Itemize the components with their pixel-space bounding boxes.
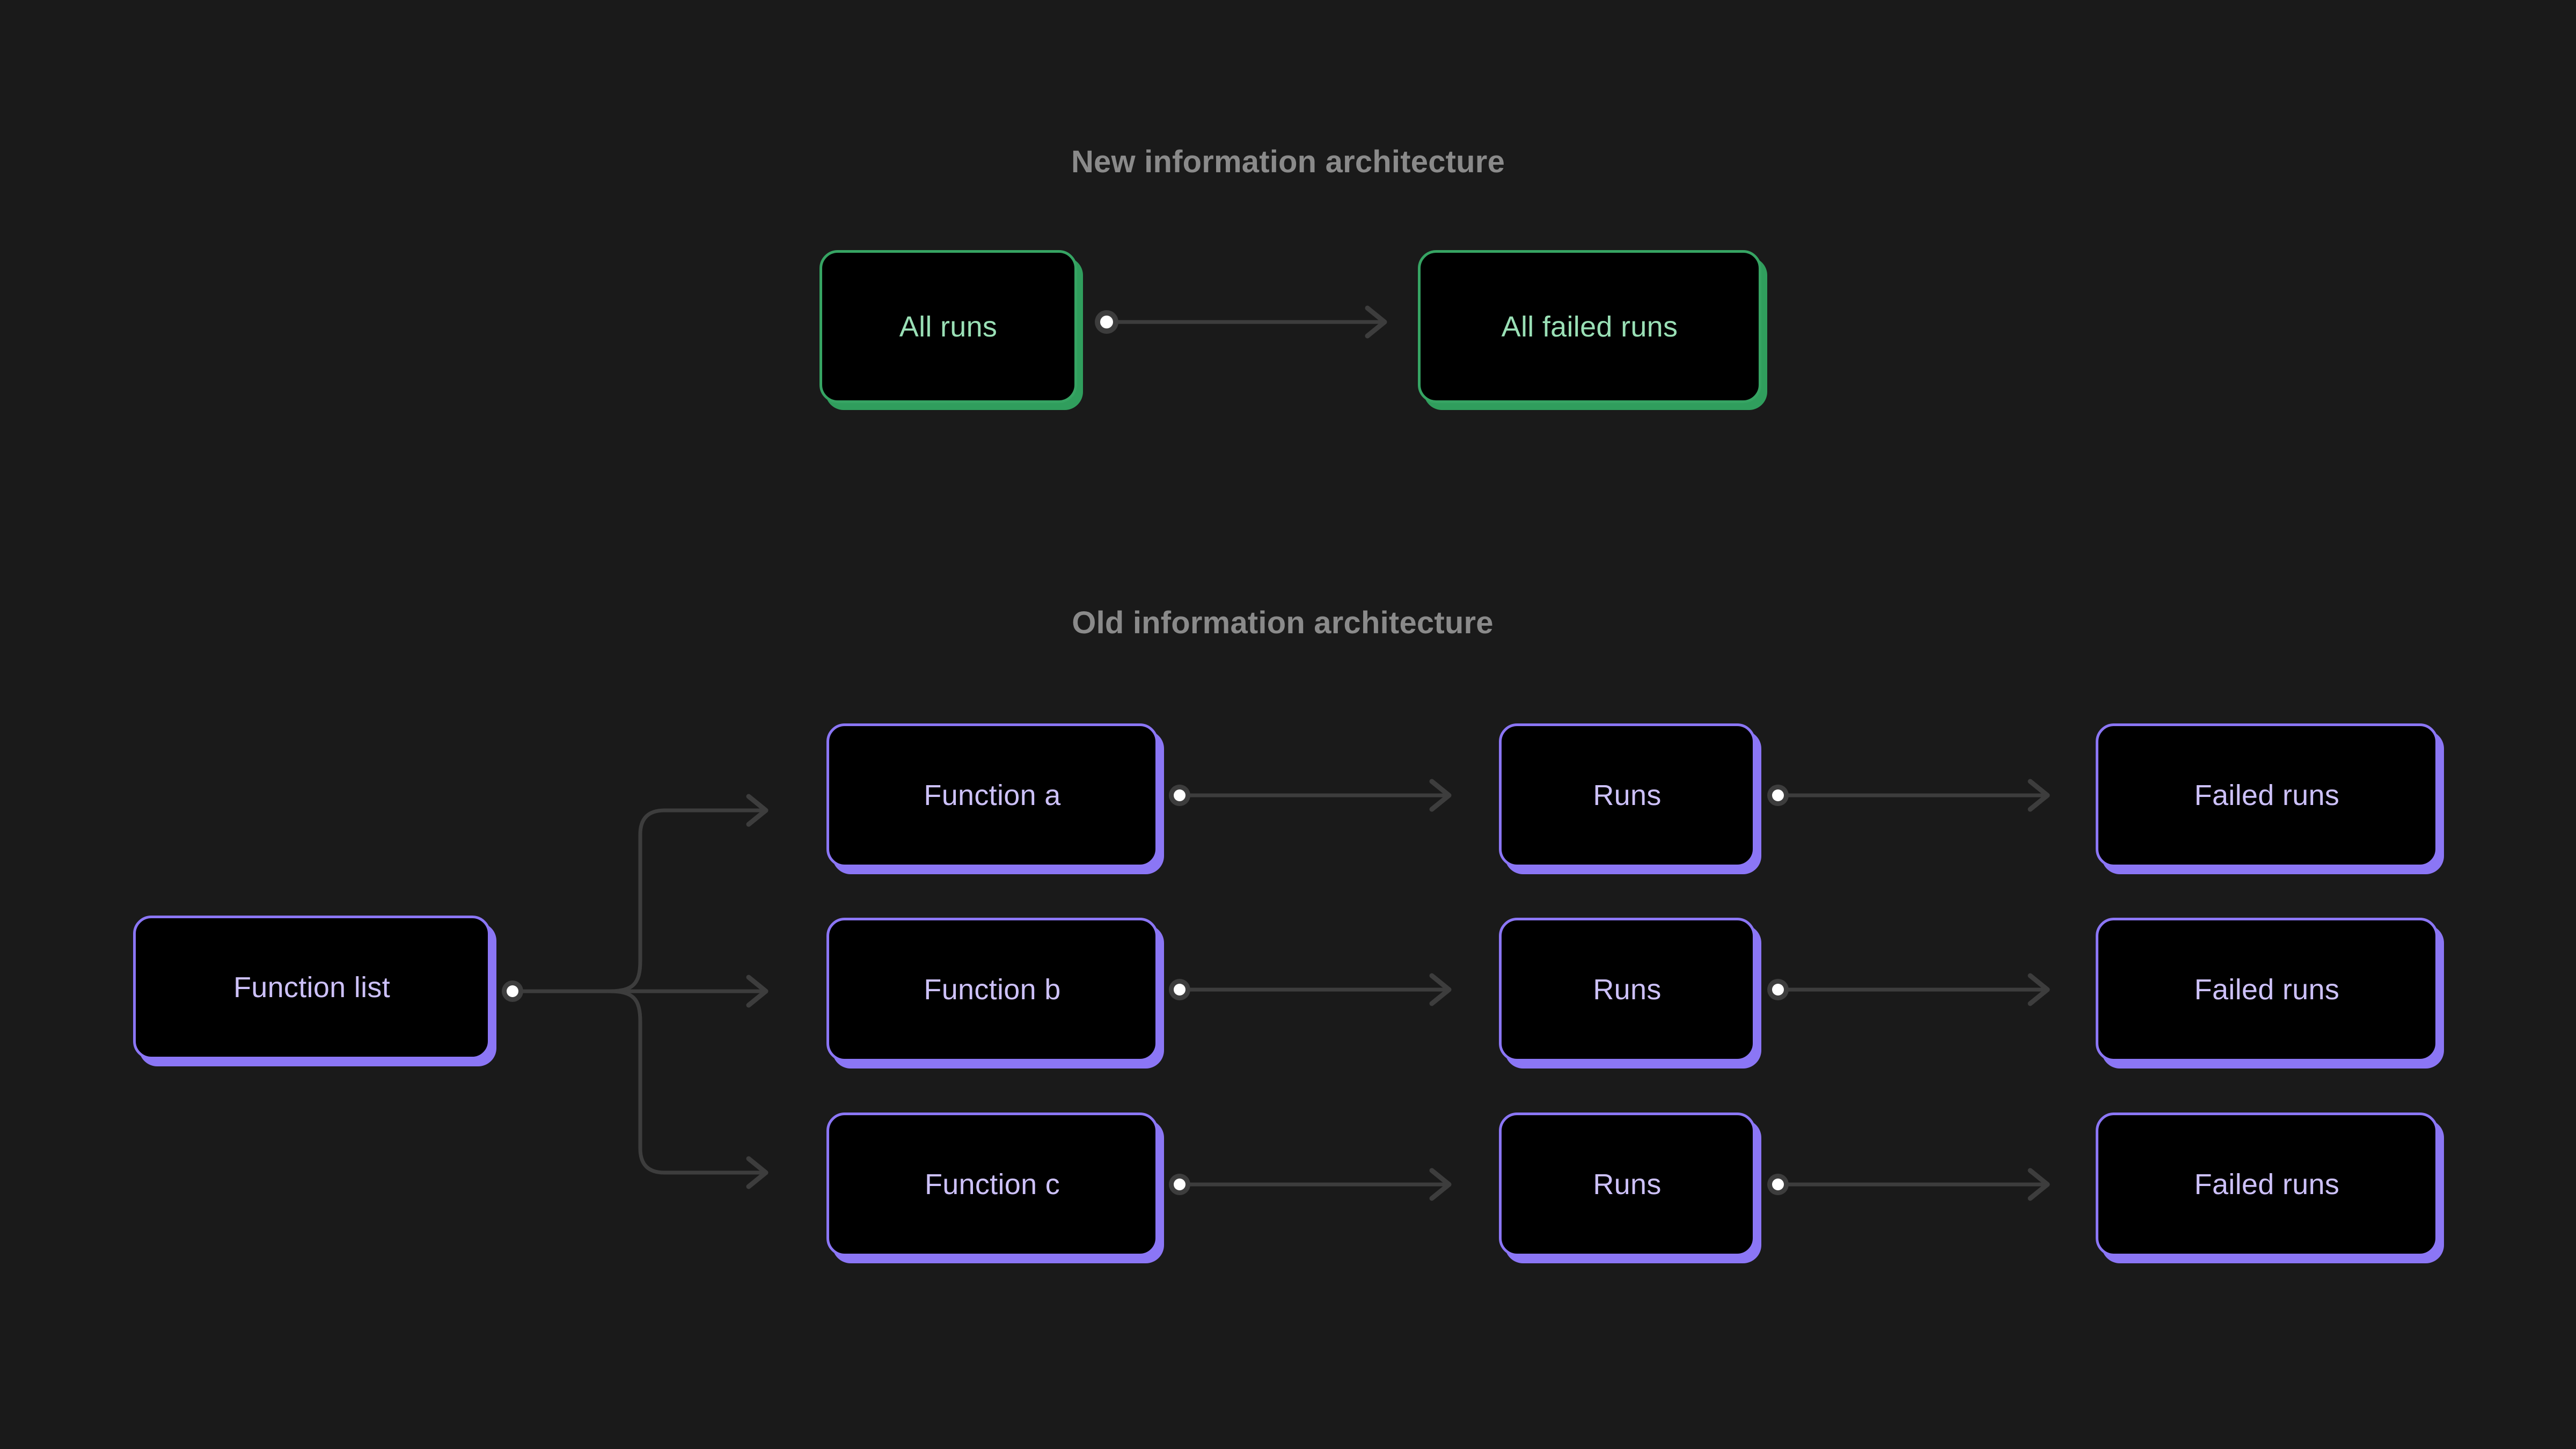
node-failed-runs-a-label: Failed runs — [2194, 779, 2340, 811]
node-function-a[interactable]: Function a — [826, 723, 1158, 867]
node-function-b[interactable]: Function b — [826, 918, 1158, 1062]
connector-runs-b-to-failed-runs-b — [1767, 973, 2050, 1006]
node-function-c-label: Function c — [924, 1168, 1060, 1201]
new-architecture-title: New information architecture — [1071, 144, 1505, 179]
node-function-list[interactable]: Function list — [133, 916, 491, 1059]
node-failed-runs-a[interactable]: Failed runs — [2096, 723, 2438, 867]
node-failed-runs-c[interactable]: Failed runs — [2096, 1113, 2438, 1256]
node-runs-b-label: Runs — [1593, 974, 1662, 1006]
node-function-b-label: Function b — [924, 974, 1061, 1006]
node-runs-a-label: Runs — [1593, 779, 1662, 811]
node-all-failed-runs-label: All failed runs — [1501, 310, 1678, 343]
connector-runs-a-to-failed-runs-a — [1767, 779, 2050, 812]
old-architecture-title: Old information architecture — [1072, 605, 1494, 640]
node-all-runs[interactable]: All runs — [819, 250, 1077, 403]
node-all-failed-runs[interactable]: All failed runs — [1418, 250, 1761, 403]
connector-function-b-to-runs-b — [1169, 973, 1452, 1006]
node-runs-c-label: Runs — [1593, 1168, 1662, 1201]
connector-runs-c-to-failed-runs-c — [1767, 1168, 2050, 1201]
connector-function-a-to-runs-a — [1169, 779, 1452, 812]
connector-all-runs-to-all-failed-runs — [1095, 305, 1387, 339]
node-failed-runs-b-label: Failed runs — [2194, 974, 2340, 1006]
node-function-c[interactable]: Function c — [826, 1113, 1158, 1256]
node-function-list-label: Function list — [233, 971, 390, 1004]
node-function-a-label: Function a — [924, 779, 1061, 811]
node-failed-runs-b[interactable]: Failed runs — [2096, 918, 2438, 1062]
connector-function-list-branch — [502, 794, 769, 1189]
node-runs-b[interactable]: Runs — [1499, 918, 1755, 1062]
node-runs-c[interactable]: Runs — [1499, 1113, 1755, 1256]
connector-function-c-to-runs-c — [1169, 1168, 1452, 1201]
node-runs-a[interactable]: Runs — [1499, 723, 1755, 867]
node-failed-runs-c-label: Failed runs — [2194, 1168, 2340, 1201]
node-all-runs-label: All runs — [899, 310, 998, 343]
